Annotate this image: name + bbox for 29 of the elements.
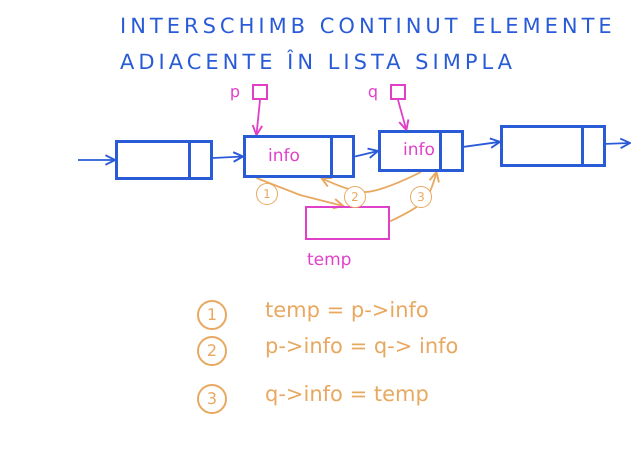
step-number: 1: [256, 183, 278, 205]
list-node-box: [378, 130, 464, 172]
variable-name: p: [230, 82, 240, 101]
step-number: 2: [197, 336, 227, 366]
arrow: [397, 100, 410, 131]
arrow: [606, 138, 631, 150]
arrow: [390, 171, 440, 222]
title: INTERSCHIMB CONTINUT ELEMENTE ADIACENTE ÎN LISTA SIMPLA: [120, 13, 617, 76]
list-node-box: [243, 135, 355, 178]
step-number: 3: [197, 384, 227, 414]
step-number: 1: [197, 300, 227, 330]
variable-name: temp: [307, 250, 352, 270]
arrow: [256, 177, 344, 210]
arrow: [320, 171, 422, 193]
field-label: info: [268, 146, 300, 166]
list-node-box: [115, 140, 213, 180]
step-number: 3: [410, 186, 432, 208]
assignment-statement: temp = p->info: [265, 298, 429, 322]
arrow: [354, 148, 379, 159]
arrow: [464, 137, 501, 149]
assignment-statement: p->info = q-> info: [265, 334, 458, 358]
assignment-statement: q->info = temp: [265, 382, 429, 406]
field-label: info: [403, 140, 435, 160]
arrow: [78, 154, 116, 166]
list-node-box: [500, 125, 606, 167]
arrow: [252, 100, 264, 136]
step-number: 2: [344, 186, 366, 208]
variable-name: q: [368, 82, 378, 101]
arrow: [212, 151, 244, 163]
